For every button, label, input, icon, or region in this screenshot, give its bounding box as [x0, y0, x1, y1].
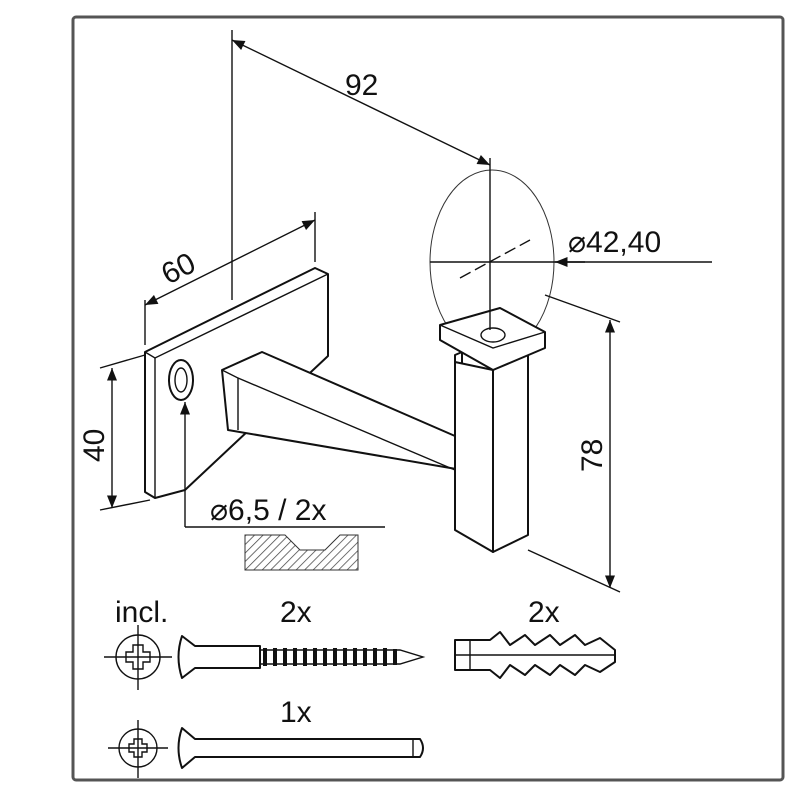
countersink-section — [244, 534, 359, 571]
wall-plug-icon — [454, 631, 616, 679]
machine-screw-icon — [108, 720, 424, 778]
dim-40: 40 — [78, 429, 111, 462]
rail-centerline-diag — [459, 239, 531, 279]
included-label: incl. — [115, 596, 168, 629]
wall-plug-qty: 2x — [528, 596, 560, 629]
machine-screw-qty: 1x — [280, 696, 312, 729]
dim-line-92 — [231, 39, 491, 166]
wood-screw-qty: 2x — [280, 596, 312, 629]
dim-60: 60 — [156, 247, 201, 292]
drawing-frame — [71, 15, 785, 782]
dim-line-60 — [144, 219, 316, 306]
dim-92: 92 — [345, 69, 378, 102]
wood-screw-icon — [104, 625, 426, 690]
dim-hole: ⌀6,5 / 2x — [210, 494, 326, 527]
dim-rail-diameter: ⌀42,40 — [568, 226, 661, 259]
dim-78: 78 — [576, 439, 609, 472]
bracket-arm — [221, 307, 546, 553]
